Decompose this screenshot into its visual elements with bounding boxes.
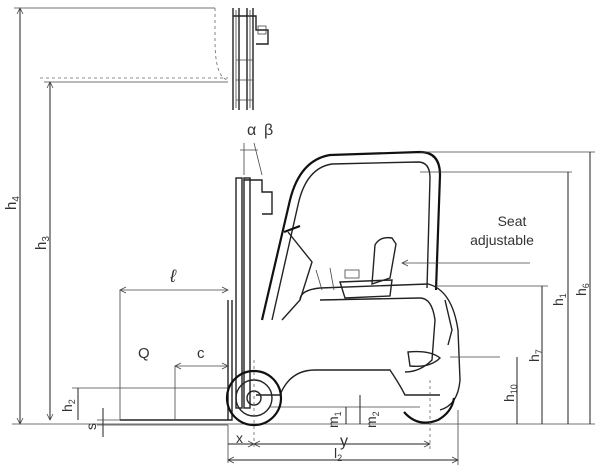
front-wheel-outer <box>225 369 283 427</box>
q-label: Q <box>138 345 150 362</box>
x-label: x <box>236 430 243 446</box>
l2-label: l2 <box>334 445 342 463</box>
lowered-fork <box>119 286 233 421</box>
steering-wheel <box>283 224 301 234</box>
raised-fork <box>40 8 269 110</box>
tail-light <box>407 350 442 368</box>
seat-cushion <box>339 279 393 299</box>
ell-arrow-left <box>119 286 127 294</box>
body-panel <box>319 297 436 373</box>
seat-label-line2: adjustable <box>470 232 534 248</box>
h1-label: h1 <box>550 293 568 306</box>
overhead-guard-outer <box>260 150 442 321</box>
labels: h4 h3 h2 s ℓ Q c α β Seat adjustable x y… <box>3 122 591 463</box>
raised-mast-ticks <box>236 59 253 101</box>
h4-label: h4 <box>3 196 22 210</box>
ell-label: ℓ <box>169 266 177 286</box>
fork-shank <box>120 300 233 421</box>
y-label: y <box>340 433 348 450</box>
h3-arrow-bottom <box>46 413 54 421</box>
mast-rail-inner <box>243 177 251 409</box>
alpha-label: α <box>247 122 256 139</box>
y-arrow-right <box>423 440 431 448</box>
c-arrow-left <box>174 362 182 370</box>
h2-label: h2 <box>59 399 77 412</box>
chassis <box>256 369 440 396</box>
overhead-guard-inner <box>271 161 431 321</box>
c-label: c <box>197 345 205 362</box>
beta-label: β <box>264 122 273 139</box>
seat-arrow-head <box>401 259 409 267</box>
left-dimensions <box>12 7 595 437</box>
raised-carriage <box>233 15 269 45</box>
raised-fork-outline <box>214 8 229 81</box>
bottom-dimensions <box>227 395 459 465</box>
truck-body <box>256 150 461 411</box>
h10-label: h10 <box>501 384 519 402</box>
m2-label: m2 <box>363 411 381 428</box>
l2-arrows <box>227 456 459 464</box>
steering-column <box>281 231 313 321</box>
seat-label-line1: Seat <box>498 213 527 229</box>
mast-carriage <box>244 179 273 215</box>
wheels <box>225 360 456 450</box>
h4-arrow-top <box>16 7 24 15</box>
rear-body <box>299 283 461 411</box>
h3-label: h3 <box>33 236 52 250</box>
right-dimensions <box>401 151 595 424</box>
ell-arrow-right <box>221 286 229 294</box>
control-box <box>344 269 360 279</box>
raised-mast-inner <box>235 10 251 108</box>
control-levers <box>315 267 335 291</box>
rear-edge <box>444 299 453 346</box>
raised-carriage-bolt <box>257 25 267 35</box>
h6-label: h6 <box>573 283 591 296</box>
beta-line <box>253 142 263 176</box>
h3-arrow-top <box>46 81 54 89</box>
xy-arrows <box>247 440 261 448</box>
raised-mast-rails <box>232 8 254 110</box>
rear-wheel <box>403 397 456 424</box>
seat-back <box>371 236 397 285</box>
c-arrow-right <box>221 362 229 370</box>
s-label: s <box>83 423 99 430</box>
h7-label: h7 <box>526 349 544 362</box>
m1-label: m1 <box>325 411 343 428</box>
